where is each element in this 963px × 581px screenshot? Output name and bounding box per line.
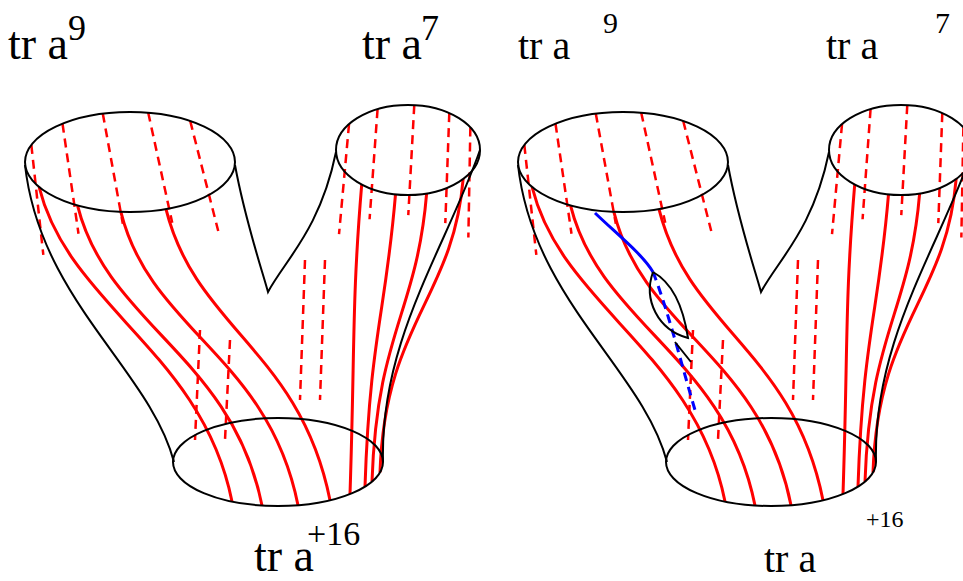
front-string-line bbox=[121, 212, 298, 505]
back-string-line bbox=[445, 113, 449, 223]
back-string-line bbox=[641, 113, 665, 223]
back-string-line bbox=[195, 330, 200, 440]
exponent: +16 bbox=[307, 517, 360, 551]
back-string-line bbox=[103, 114, 123, 224]
back-string-line bbox=[813, 260, 818, 400]
front-string-line bbox=[843, 184, 855, 494]
trace-label: tr a bbox=[254, 533, 314, 579]
handle bbox=[650, 272, 691, 362]
front-string-line bbox=[571, 205, 756, 505]
back-string-line bbox=[190, 121, 218, 231]
front-string-line bbox=[365, 194, 395, 486]
back-string-line bbox=[901, 105, 907, 215]
back-string-line bbox=[300, 260, 305, 400]
pants-surface bbox=[518, 105, 963, 506]
exponent: 7 bbox=[421, 10, 439, 46]
front-string-line bbox=[865, 193, 920, 481]
back-string-line bbox=[408, 105, 414, 215]
front-string-line bbox=[39, 187, 232, 502]
front-string-line bbox=[532, 187, 725, 502]
exponent: +16 bbox=[866, 507, 904, 531]
surface-outline bbox=[383, 150, 480, 462]
surface-outline bbox=[876, 150, 963, 462]
back-string-line bbox=[961, 128, 963, 238]
surface-outline bbox=[235, 152, 336, 292]
back-string-line bbox=[148, 113, 172, 223]
back-string-line bbox=[225, 340, 230, 440]
exponent: 9 bbox=[603, 8, 618, 38]
back-string-line bbox=[556, 124, 572, 234]
string-bit bbox=[595, 213, 653, 272]
boundary-circle bbox=[173, 418, 383, 506]
trace-label: tr a bbox=[764, 539, 816, 579]
front-string-line bbox=[350, 184, 362, 494]
back-string-line bbox=[683, 121, 711, 231]
trace-label: tr a bbox=[826, 26, 878, 66]
surface-outline bbox=[728, 152, 829, 292]
trace-label: tr a bbox=[8, 21, 68, 67]
boundary-circle bbox=[829, 105, 963, 195]
back-string-line bbox=[370, 109, 378, 219]
exponent: 7 bbox=[935, 8, 950, 38]
back-string-line bbox=[863, 109, 871, 219]
back-string-line bbox=[793, 260, 798, 400]
boundary-circle bbox=[666, 418, 876, 506]
back-string-line bbox=[938, 113, 942, 223]
back-string-line bbox=[688, 330, 693, 440]
trace-label: tr a bbox=[518, 26, 570, 66]
pants-surface bbox=[25, 105, 480, 506]
boundary-circle bbox=[336, 105, 480, 195]
boundary-circle bbox=[518, 112, 728, 212]
trace-label: tr a bbox=[362, 21, 422, 67]
front-string-line bbox=[858, 194, 888, 486]
front-string-line bbox=[78, 205, 263, 505]
back-string-line bbox=[718, 340, 723, 440]
front-string-line bbox=[659, 209, 823, 500]
front-string-line bbox=[166, 209, 330, 500]
back-string-line bbox=[320, 260, 325, 400]
boundary-circle bbox=[25, 112, 235, 212]
back-string-line bbox=[63, 124, 79, 234]
back-string-line bbox=[596, 114, 616, 224]
exponent: 9 bbox=[68, 10, 86, 46]
back-string-line bbox=[339, 124, 349, 234]
back-string-line bbox=[468, 128, 470, 238]
front-string-line bbox=[372, 193, 427, 481]
back-string-line bbox=[832, 124, 842, 234]
